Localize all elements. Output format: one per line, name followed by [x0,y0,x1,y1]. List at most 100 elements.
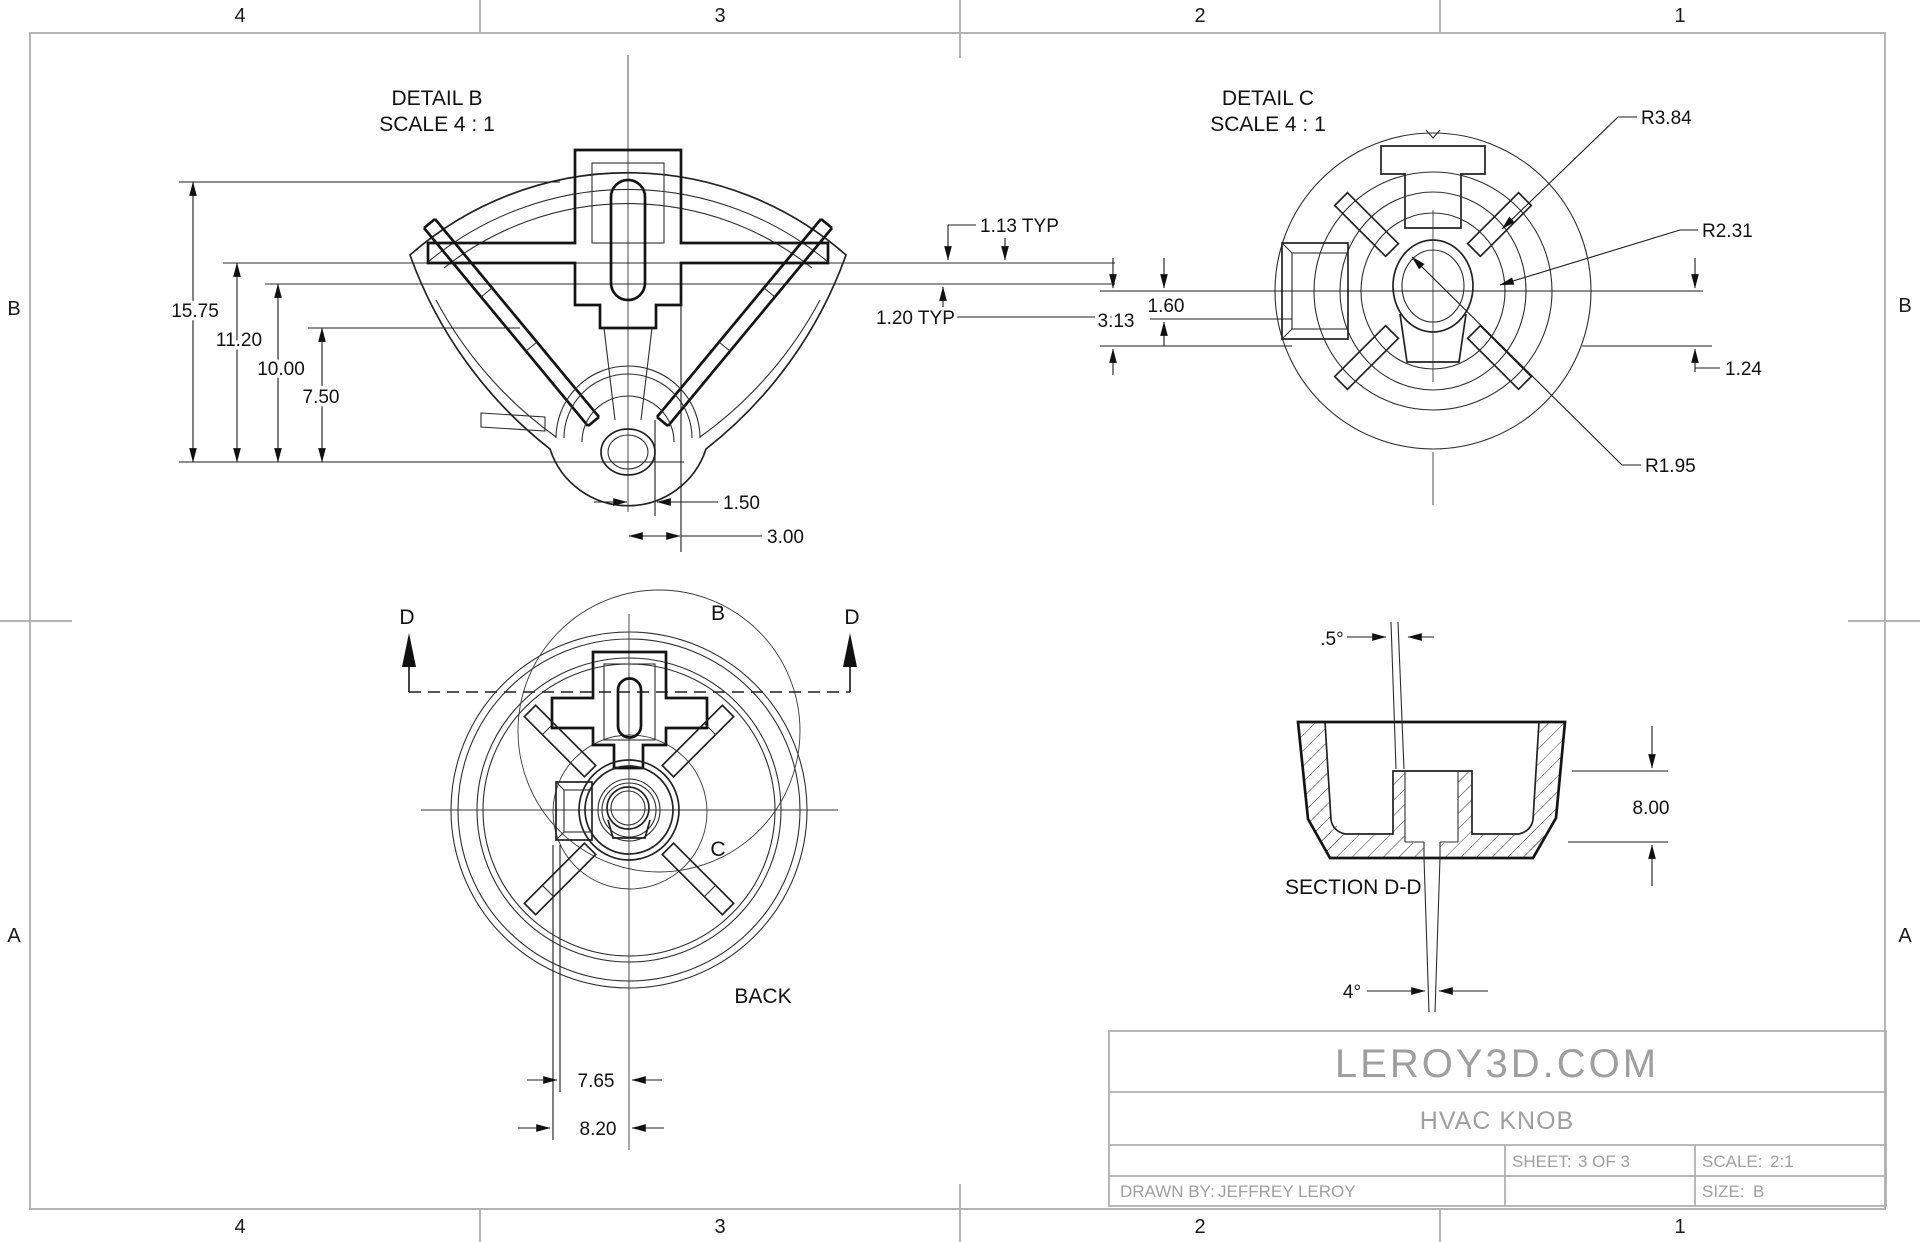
dim-4-degree: 4° [1343,982,1361,1003]
zone-bottom-2: 2 [1194,1216,1205,1238]
zone-left-a: A [7,925,21,947]
sheet-label: SHEET: [1512,1152,1572,1171]
rib-slot-sw [1333,324,1400,391]
detail-c-dimensions: 1.60 3.13 1.24 R3.84 R2.31 R1.95 [1094,105,1766,481]
dim-11-20: 11.20 [216,330,262,351]
cup-outer-profile [1296,720,1567,860]
pin-slot-line-left [1390,621,1397,770]
dim-1-13-typ: 1.13 TYP [980,216,1059,237]
back-view-geometry [421,589,838,1150]
zone-bottom-4: 4 [234,1216,245,1238]
spokes [523,704,735,916]
dim-r2-31: R2.31 [1702,221,1753,242]
spoke-sw [523,842,597,916]
detail-b-geometry [223,148,1115,507]
zone-bottom-3: 3 [714,1216,725,1238]
detail-c-scale: SCALE 4 : 1 [1210,113,1326,136]
left-rib [422,217,601,428]
t-slot [1380,145,1486,229]
cross-boss-outline [426,148,830,330]
dim-7-50: 7.50 [303,387,340,408]
detail-c-view: DETAIL C SCALE 4 : 1 [1094,84,1766,505]
company-name: LEROY3D.COM [1335,1042,1659,1086]
zone-right-b: B [1898,295,1911,317]
cup-cavity [1324,721,1540,835]
detail-b-marker: B [711,602,725,625]
back-view-dimensions: 7.65 8.20 [518,845,664,1144]
rib-slot-se [1466,324,1533,391]
taper-line-right [1434,857,1441,1013]
section-label-d-right: D [844,606,859,629]
detail-c-title: DETAIL C [1222,87,1314,110]
zone-top-4: 4 [234,5,245,27]
dim-half-degree: .5° [1320,629,1343,650]
center-hub [578,759,680,861]
zone-top-2: 2 [1194,5,1205,27]
drawn-by-value: JEFFREY LEROY [1218,1182,1356,1201]
scale-label: SCALE: [1702,1152,1762,1171]
scale-value: 2:1 [1770,1152,1794,1171]
dim-15-75: 15.75 [171,301,219,322]
detail-b-dimensions: 15.75 11.20 10.00 7.50 1.50 3.00 1.13 TY… [168,181,1115,552]
zone-bottom-1: 1 [1674,1216,1685,1238]
back-view: D D B C BACK 7.65 8.20 [399,589,860,1150]
detail-b-scale: SCALE 4 : 1 [379,113,495,136]
section-geometry [1296,621,1567,1013]
pointer-slot [616,677,643,739]
section-cut-line: D D [399,606,860,693]
section-dd-label: SECTION D-D [1285,876,1422,899]
dim-8-00: 8.00 [1633,798,1670,819]
part-title: HVAC KNOB [1420,1107,1574,1135]
spoke-se [661,842,735,916]
title-block: LEROY3D.COM HVAC KNOB SHEET: 3 OF 3 SCAL… [1108,1030,1887,1207]
section-dimensions: .5° 8.00 4° [1317,626,1673,1007]
sheet-value: 3 OF 3 [1578,1152,1630,1171]
shaft-boss-arcs [555,365,701,476]
pointer-cross [550,650,709,770]
section-hatching [1299,723,1564,857]
side-notch [480,412,546,432]
dim-10-00: 10.00 [257,359,305,380]
taper-line-left [1423,857,1430,1013]
zone-left-b: B [7,298,20,320]
knob-outer-profile [409,171,847,507]
right-rib [655,217,834,428]
spoke-nw [523,704,597,778]
rib-slot-ne [1466,191,1533,258]
detail-c-geometry [1274,129,1592,505]
dim-7-65: 7.65 [578,1071,615,1092]
pin-slot-line-right [1397,621,1405,770]
rib-slot-nw [1333,191,1400,258]
dim-1-60: 1.60 [1148,296,1185,317]
section-arrow-left [402,633,416,667]
detail-b-title: DETAIL B [391,87,482,110]
dim-3-00: 3.00 [767,527,804,548]
detail-c-boundary-circle [552,734,708,890]
dim-3-13: 3.13 [1098,311,1135,332]
detail-c-marker: C [710,838,725,861]
dim-1-20-typ: 1.20 TYP [876,308,955,329]
dim-r1-95: R1.95 [1645,456,1696,477]
drawn-by-label: DRAWN BY: [1120,1182,1215,1201]
size-label: SIZE: [1702,1182,1745,1201]
detail-b-view: DETAIL B SCALE 4 : 1 [168,55,1115,552]
zone-top-1: 1 [1674,5,1685,27]
title-block-border [1108,1030,1887,1207]
back-key-pocket [555,781,593,841]
zone-top-3: 3 [714,5,725,27]
back-label: BACK [734,985,791,1008]
section-arrow-right [843,633,857,667]
section-dd-view: .5° 8.00 4° SECTION D-D [1282,621,1673,1013]
section-label-d-left: D [399,606,414,629]
spoke-ne [661,704,735,778]
size-value: B [1753,1182,1764,1201]
zone-right-a: A [1898,925,1912,947]
dim-8-20: 8.20 [580,1119,617,1140]
dim-1-50: 1.50 [723,493,760,514]
border-frame [29,32,1886,1210]
dim-r3-84: R3.84 [1641,108,1692,129]
detail-b-boundary-circle [517,589,801,873]
center-slot [609,178,647,302]
